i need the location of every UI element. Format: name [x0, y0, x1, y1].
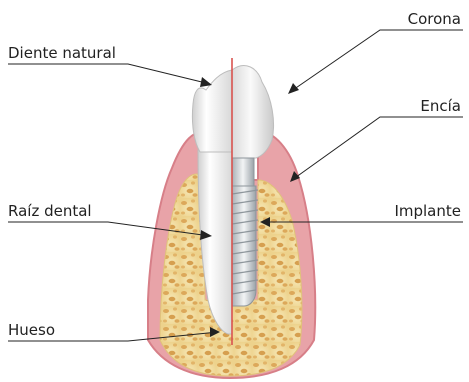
label-raiz-dental: Raíz dental	[8, 202, 92, 220]
label-implante: Implante	[394, 202, 461, 220]
label-hueso: Hueso	[8, 321, 55, 339]
leader-encia	[292, 117, 463, 180]
arrowhead-corona	[288, 83, 299, 94]
label-diente-natural: Diente natural	[8, 44, 116, 62]
implant-screw	[232, 186, 258, 306]
implant-abutment	[232, 158, 254, 186]
label-corona: Corona	[408, 10, 461, 28]
natural-crown	[192, 70, 232, 152]
prosthetic-crown	[232, 66, 274, 158]
leader-corona	[290, 30, 463, 92]
label-encia: Encía	[420, 97, 461, 115]
leader-diente-natural	[8, 64, 210, 84]
